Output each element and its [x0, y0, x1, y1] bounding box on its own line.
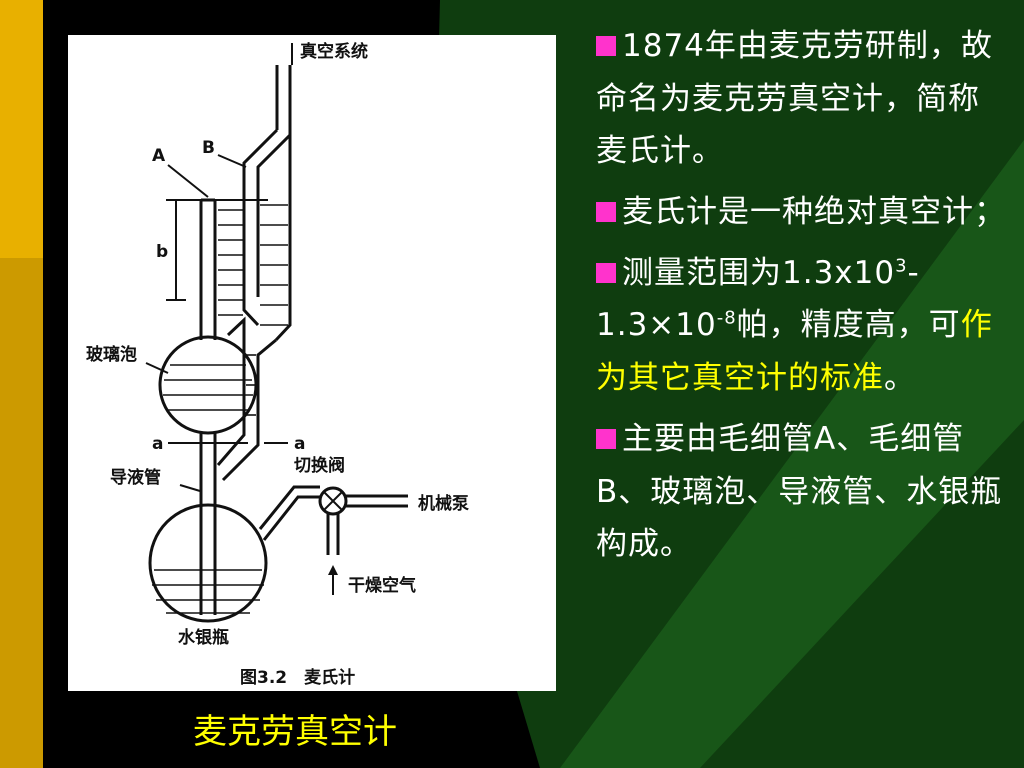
- label-switch-valve: 切换阀: [294, 455, 345, 476]
- switch-valve-icon: [318, 486, 348, 516]
- bullet-components: 主要由毛细管A、毛细管B、玻璃泡、导液管、水银瓶构成。: [596, 413, 1006, 571]
- leader-guide-tube: [179, 484, 201, 492]
- bullet-text: 麦氏计是一种绝对真空计；: [622, 194, 1006, 231]
- capillary-b-inner: [256, 130, 292, 297]
- sidebar-gold-top: [0, 0, 43, 258]
- capillary-b-right: [274, 135, 292, 342]
- bullet-square-icon: [596, 202, 616, 223]
- leader-glass-bulb: [145, 362, 169, 374]
- bullet-range: 测量范围为1.3x103-1.3×10-8帕，精度高，可作为其它真空计的标准。: [596, 247, 1006, 405]
- sidebar-gold-bottom: [0, 258, 43, 768]
- mcleod-gauge-diagram: 真空系统: [68, 35, 556, 691]
- leader-a: [167, 164, 209, 198]
- guide-tube-connector: [216, 316, 246, 466]
- label-vacuum-system: 真空系统: [300, 41, 368, 62]
- green-highlight-band: [560, 140, 1024, 768]
- range-text-3: 帕，精度高，可: [736, 307, 961, 344]
- label-dry-air: 干燥空气: [348, 575, 416, 596]
- capillary-b-outer: [242, 128, 279, 327]
- label-capillary-b: B: [202, 138, 215, 158]
- switch-valve-cross: [323, 491, 343, 511]
- valve-line-lower: [258, 485, 320, 530]
- label-guide-tube: 导液管: [110, 467, 161, 488]
- label-height-b: b: [156, 242, 168, 262]
- range-highlight: 作为其它真空计的标准: [596, 307, 993, 397]
- leader-b: [217, 154, 247, 168]
- range-sup-1: 3: [895, 255, 908, 277]
- glass-bulb: [158, 335, 258, 435]
- air-arrow-head: [328, 565, 338, 575]
- bullet-square-icon: [596, 36, 616, 56]
- range-sup-2: -8: [716, 308, 737, 330]
- range-text-4: 。: [884, 360, 916, 397]
- label-figure-caption: 图3.2 麦氏计: [240, 667, 355, 688]
- range-text-1: 测量范围为1.3x10: [622, 254, 896, 291]
- range-text-2: -1.3×10: [596, 254, 920, 344]
- diagram-caption: 麦克劳真空计: [193, 712, 397, 752]
- label-level-a-right: a: [294, 434, 305, 454]
- label-level-a-left: a: [152, 434, 163, 454]
- label-glass-bulb: 玻璃泡: [86, 344, 137, 365]
- guide-tube-connector-2: [221, 338, 277, 482]
- mercury-bottle: [148, 503, 268, 623]
- bullet-text: 1874年由麦克劳研制，故命名为麦克劳真空计，简称麦氏计。: [596, 28, 993, 170]
- bullet-absolute-gauge: 麦氏计是一种绝对真空计；: [596, 186, 1006, 239]
- label-capillary-a: A: [152, 146, 166, 166]
- bullet-square-icon: [596, 262, 616, 283]
- bullet-history: 1874年由麦克劳研制，故命名为麦克劳真空计，简称麦氏计。: [596, 20, 1006, 178]
- label-mercury-bottle: 水银瓶: [178, 627, 229, 648]
- bullet-list: 1874年由麦克劳研制，故命名为麦克劳真空计，简称麦氏计。 麦氏计是一种绝对真空…: [596, 20, 1006, 579]
- valve-line-upper: [262, 495, 320, 541]
- bullet-square-icon: [596, 428, 616, 449]
- bullet-text: 主要由毛细管A、毛细管B、玻璃泡、导液管、水银瓶构成。: [596, 420, 1003, 563]
- diagram-svg: 真空系统: [86, 41, 469, 688]
- label-mechanical-pump: 机械泵: [418, 493, 469, 514]
